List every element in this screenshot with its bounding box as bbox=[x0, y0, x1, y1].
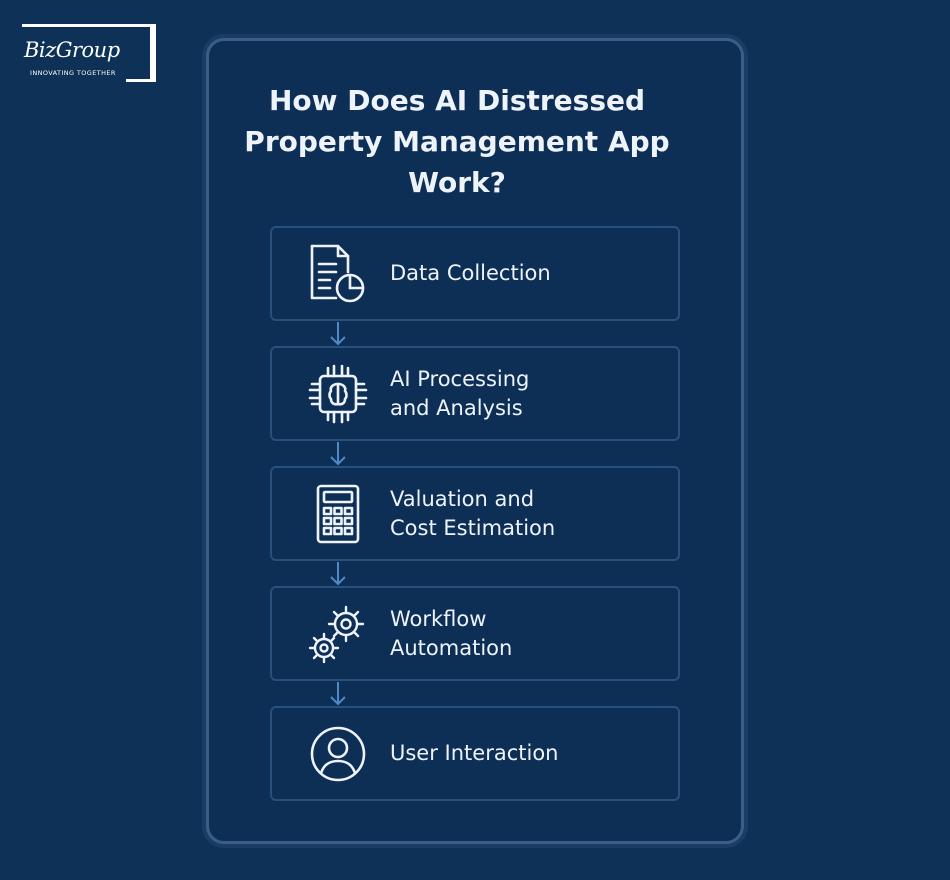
flow-arrow bbox=[330, 682, 346, 708]
chip-icon bbox=[306, 362, 370, 426]
user-icon bbox=[306, 722, 370, 786]
logo-tagline: INNOVATING TOGETHER bbox=[30, 69, 116, 77]
step-label: User Interaction bbox=[390, 741, 559, 765]
logo-frame-corner bbox=[126, 24, 156, 82]
flow-arrow bbox=[330, 442, 346, 468]
calculator-icon bbox=[306, 482, 370, 546]
flow-arrow bbox=[330, 322, 346, 348]
step-label: Valuation and Cost Estimation bbox=[390, 486, 556, 540]
step-label: AI Processing and Analysis bbox=[390, 366, 530, 420]
step-data-collection: Data Collection bbox=[270, 226, 680, 321]
flow-arrow bbox=[330, 562, 346, 588]
logo-name: BizGroup bbox=[24, 38, 120, 62]
page-title: How Does AI Distressed Property Manageme… bbox=[244, 84, 670, 199]
step-ai-processing: AI Processing and Analysis bbox=[270, 346, 680, 441]
step-workflow-automation: Workflow Automation bbox=[270, 586, 680, 681]
step-label: Data Collection bbox=[390, 261, 551, 285]
step-valuation: Valuation and Cost Estimation bbox=[270, 466, 680, 561]
bizgroup-logo: BizGroup INNOVATING TOGETHER bbox=[22, 24, 156, 82]
step-user-interaction: User Interaction bbox=[270, 706, 680, 801]
document-clock-icon bbox=[306, 242, 370, 306]
gears-icon bbox=[306, 602, 370, 666]
step-label: Workflow Automation bbox=[390, 606, 513, 660]
